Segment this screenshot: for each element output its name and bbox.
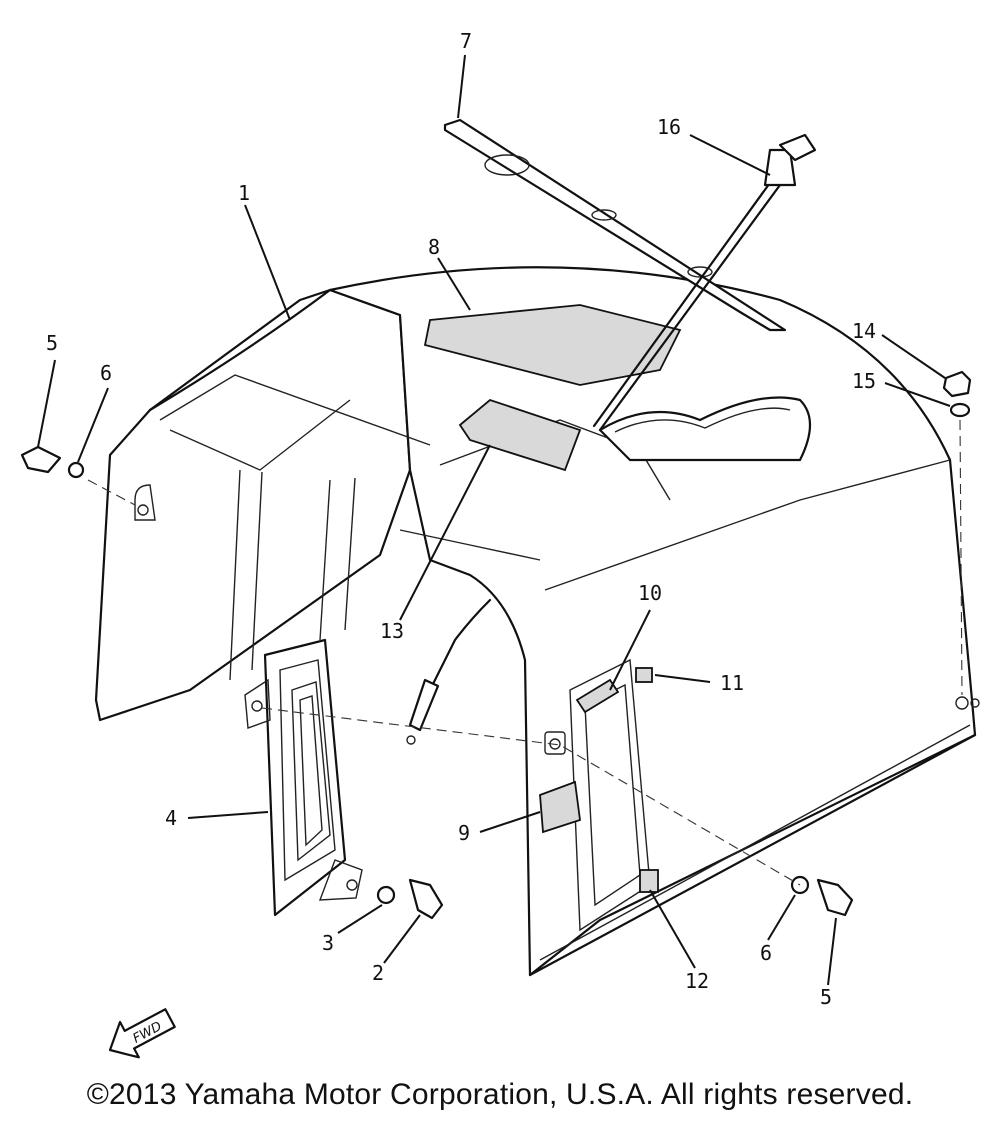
callout-15: 15 — [852, 369, 876, 393]
callout-5-left: 5 — [46, 331, 58, 355]
leader-lines — [37, 54, 951, 986]
callout-5-right: 5 — [820, 985, 832, 1009]
forward-arrow-icon: FWD — [108, 1008, 176, 1059]
vent-panel-part-4 — [244, 638, 363, 917]
exploded-parts-diagram: 1 7 16 8 14 15 5 6 13 10 11 4 9 3 2 12 6… — [20, 29, 980, 1059]
callout-4: 4 — [165, 806, 177, 830]
assembly-lines — [87, 419, 963, 886]
callout-6-left: 6 — [100, 361, 112, 385]
cable-part-13 — [406, 598, 492, 745]
callout-2: 2 — [372, 961, 384, 985]
copyright-notice: ©2013 Yamaha Motor Corporation, U.S.A. A… — [86, 1078, 914, 1111]
callout-labels: 1 7 16 8 14 15 5 6 13 10 11 4 9 3 2 12 6… — [46, 29, 876, 1009]
callout-6-right: 6 — [760, 941, 772, 965]
callout-3: 3 — [322, 931, 334, 955]
callout-11: 11 — [720, 671, 744, 695]
callout-13: 13 — [380, 619, 404, 643]
callout-14: 14 — [852, 319, 876, 343]
plate-part-7 — [443, 118, 787, 332]
cowling-part-1 — [94, 266, 980, 977]
callout-7: 7 — [460, 29, 472, 53]
callout-10: 10 — [638, 581, 662, 605]
callout-1: 1 — [238, 181, 250, 205]
fasteners — [20, 370, 972, 920]
callout-16: 16 — [657, 115, 681, 139]
rod-part-16 — [592, 133, 817, 432]
callout-8: 8 — [428, 235, 440, 259]
callout-9: 9 — [458, 821, 470, 845]
callout-12: 12 — [685, 969, 709, 993]
